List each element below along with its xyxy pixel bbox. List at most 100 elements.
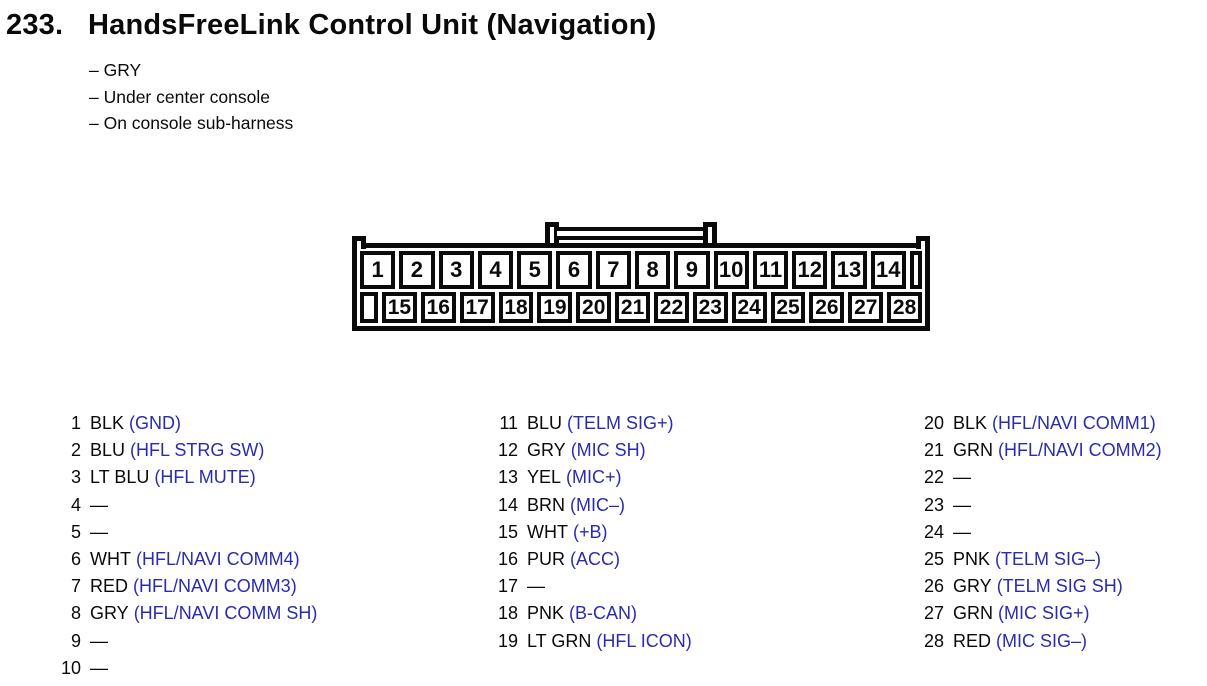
signal-name: (MIC+) <box>566 467 622 488</box>
connector-pin-cell: 3 <box>438 251 474 289</box>
connector-pin-cell: 13 <box>831 251 867 289</box>
pin-label: — <box>90 519 108 546</box>
connector-pin-cell: 25 <box>770 292 806 323</box>
note-line: – On console sub-harness <box>89 113 294 133</box>
connector-pin-cell: 21 <box>615 292 651 323</box>
pin-row: 4— <box>54 492 491 519</box>
section-number: 233. <box>6 9 64 41</box>
pin-row: 20 BLK(HFL/NAVI COMM1) <box>917 410 1207 437</box>
pin-number: 23 <box>923 494 944 515</box>
wire-color: RED <box>90 576 129 597</box>
pin-label: — <box>90 492 108 519</box>
wire-color: PNK <box>527 603 565 624</box>
wire-color: BLU <box>527 413 563 433</box>
pin-label: — <box>527 573 545 600</box>
section-title: HandsFreeLink Control Unit (Navigation) <box>88 9 657 41</box>
pin-number: 4 <box>70 494 81 515</box>
wire-color: — <box>953 494 971 515</box>
pin-number: 17 <box>497 576 518 597</box>
pin-number: 10 <box>60 657 81 678</box>
connector-pin-cell: 20 <box>576 292 612 323</box>
signal-name: (HFL ICON) <box>596 630 692 651</box>
pin-row: 10 — <box>54 655 491 682</box>
pin-number: 12 <box>497 440 518 461</box>
pin-row: 27 GRN(MIC SIG+) <box>917 600 1207 627</box>
connector-pin-cell: 24 <box>731 292 767 323</box>
pin-label: GRN(MIC SIG+) <box>953 600 1090 627</box>
pin-label: BLK(GND) <box>90 410 181 437</box>
wire-color: GRY <box>527 440 566 461</box>
connector-pin-cell: 8 <box>634 251 671 289</box>
pin-number: 3 <box>70 467 81 488</box>
pin-row: 5— <box>54 519 491 546</box>
pin-number: 15 <box>497 521 518 542</box>
pin-label: GRY(TELM SIG SH) <box>953 573 1123 600</box>
wire-color: LT BLU <box>90 467 150 488</box>
wire-color: BLK <box>953 413 988 433</box>
connector-pin-cell: 5 <box>517 251 553 289</box>
connector-pin-cell: 26 <box>809 292 845 323</box>
connector-notes: – GRY – Under center console – On console … <box>89 57 293 137</box>
page-title: 233. HandsFreeLink Control Unit (Navigat… <box>6 9 657 42</box>
signal-name: (GND) <box>129 413 182 433</box>
signal-name: (HFL/NAVI COMM2) <box>998 440 1162 461</box>
pin-number: 6 <box>70 549 81 570</box>
connector-pin-cell: 9 <box>674 251 710 289</box>
wire-color: RED <box>953 630 992 651</box>
connector-pin-cell: 10 <box>713 251 749 289</box>
connector-pin-cell: 18 <box>498 292 534 323</box>
signal-name: (HFL MUTE) <box>154 467 256 488</box>
wire-color: WHT <box>90 549 131 570</box>
connector-pin-cell: 7 <box>595 251 631 289</box>
connector-pin-cell: 19 <box>537 292 573 323</box>
pin-number: 9 <box>70 630 81 651</box>
connector-pin-cell: 14 <box>870 251 906 289</box>
wire-color: — <box>90 630 108 651</box>
pin-number: 14 <box>497 494 518 515</box>
pin-number: 1 <box>70 413 81 433</box>
connector-pin-cell: 1 <box>360 251 396 289</box>
connector-pin-cell: 22 <box>654 292 689 323</box>
pin-number: 16 <box>497 549 518 570</box>
connector-pin-cell: 28 <box>887 292 923 323</box>
pin-number: 22 <box>923 467 944 488</box>
pin-number: 5 <box>70 521 81 542</box>
note-line: – Under center console <box>89 86 270 107</box>
wire-color: — <box>90 521 108 542</box>
connector-blank-cell <box>909 251 922 289</box>
wire-color: PUR <box>527 549 566 570</box>
pin-number: 20 <box>923 413 944 433</box>
signal-name: (MIC SIG+) <box>998 603 1090 624</box>
pin-number: 27 <box>923 603 944 624</box>
pin-number: 18 <box>497 603 518 624</box>
pin-label: BLK(HFL/NAVI COMM1) <box>953 410 1156 437</box>
lock-tab-bar <box>557 227 705 240</box>
wire-color: PNK <box>953 549 991 570</box>
pin-label: — <box>953 464 971 491</box>
signal-name: (MIC–) <box>570 494 626 515</box>
wire-color: WHT <box>527 521 568 542</box>
connector-pin-cell: 15 <box>382 292 417 323</box>
key-notch-left <box>352 236 366 249</box>
pin-label: — <box>953 519 971 546</box>
connector-pin-cell: 27 <box>848 292 884 323</box>
signal-name: (MIC SH) <box>570 440 646 461</box>
pin-label: LT GRN(HFL ICON) <box>527 628 692 655</box>
pin-label: GRN(HFL/NAVI COMM2) <box>953 437 1162 464</box>
wire-color: — <box>90 657 108 678</box>
wire-color: BLU <box>90 440 126 461</box>
note-line: – GRY <box>89 60 142 80</box>
signal-name: (B-CAN) <box>569 603 638 624</box>
